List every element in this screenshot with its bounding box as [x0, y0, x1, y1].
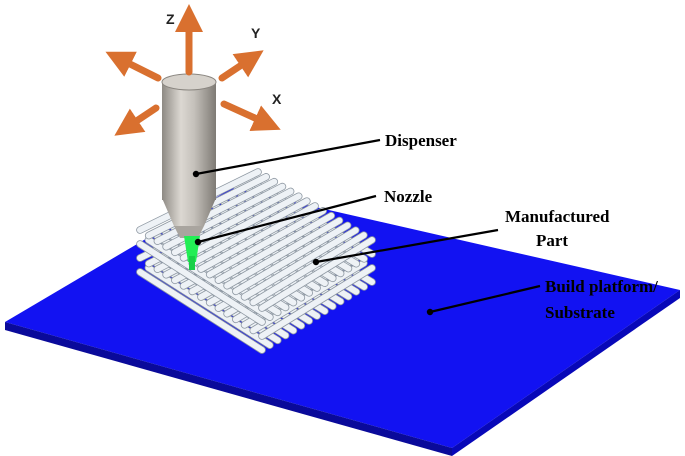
y-axis-arrow: [218, 50, 264, 82]
part-label-line2: Part: [536, 231, 568, 250]
dispenser-label: Dispenser: [385, 131, 457, 150]
filament: [259, 265, 375, 339]
filament: [232, 222, 351, 295]
platform-pointer: [426, 308, 434, 316]
filament: [145, 236, 273, 321]
filament: [189, 198, 310, 267]
dispenser-leader: [195, 138, 381, 176]
leader-lines: [192, 138, 541, 316]
filament: [180, 193, 302, 261]
platform-label-line2: Substrate: [545, 303, 615, 322]
x-axis-arrow: [220, 100, 281, 131]
dispenser: [161, 73, 217, 238]
z-axis-label: Z: [166, 11, 175, 27]
axis-arrows: [105, 3, 281, 136]
platform-leader: [429, 284, 541, 314]
filament: [241, 227, 359, 300]
filament: [206, 207, 327, 278]
neg-x-arrow: [114, 104, 160, 136]
filament: [259, 237, 375, 311]
y-axis-label: Y: [251, 25, 261, 41]
nozzle-pointer: [194, 238, 202, 246]
platform-label-line1: Build platform/: [545, 277, 658, 296]
nozzle-label: Nozzle: [384, 187, 433, 206]
x-axis-label: X: [272, 91, 282, 107]
dispenser-pointer: [192, 170, 200, 178]
part-label-line1: Manufactured: [505, 207, 610, 226]
filament: [145, 264, 273, 349]
nozzle-leader: [197, 194, 377, 244]
filament: [215, 212, 335, 284]
filament: [137, 241, 265, 325]
part-leader: [315, 228, 499, 264]
part-pointer: [312, 258, 320, 266]
filament: [250, 232, 367, 306]
filament: [224, 217, 343, 289]
neg-y-arrow: [105, 51, 162, 82]
filament: [137, 269, 265, 353]
